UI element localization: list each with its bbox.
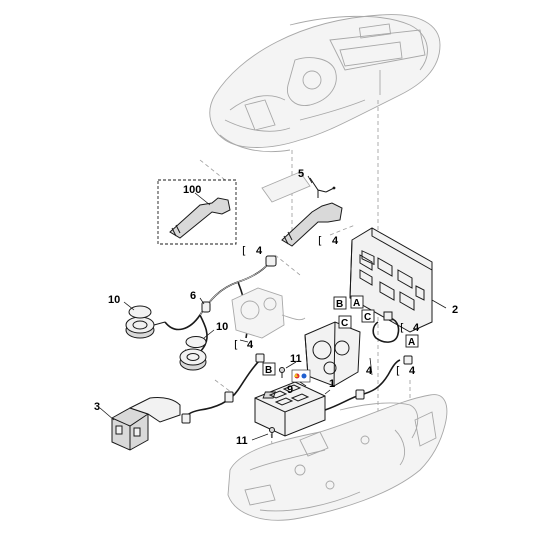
motor-assembly-upper: [231, 287, 306, 339]
callout-labels: 100 5 2 6 10 10 11 11 9 1 3 [ 4 [ 4 [ 4 …: [94, 168, 458, 447]
connector-box: [350, 295, 364, 309]
connector-a-lower: A: [408, 337, 415, 348]
bottom-chassis-ghost: [227, 394, 448, 521]
motor-assembly-middle: [239, 321, 361, 387]
callout-10-lower: 10: [216, 321, 228, 333]
connector-box: [405, 334, 419, 348]
connector-a-upper: A: [353, 298, 360, 309]
lower-harness: [181, 353, 413, 424]
small-connector-loop: [372, 311, 400, 343]
connector-b-lower: B: [265, 365, 272, 376]
callout-5: 5: [298, 168, 304, 180]
callout-11-lower: 11: [236, 435, 248, 447]
connector-box: [262, 362, 276, 376]
callout-9: 9: [287, 384, 293, 396]
part-100-kit: [157, 179, 237, 245]
bracket-glyph: [: [400, 321, 404, 334]
connector-labels: B A C C A B: [262, 295, 419, 376]
callout-3: 3: [94, 401, 100, 413]
connector-c-left: C: [341, 318, 348, 329]
part-5: [261, 171, 343, 247]
callout-4-d: 4: [247, 339, 254, 351]
top-housing-ghost: [209, 14, 441, 153]
part-3-bracket: [99, 397, 181, 451]
callout-2: 2: [452, 304, 458, 316]
connector-box: [361, 309, 375, 323]
part-11-screws: [251, 361, 297, 441]
callout-4-f: 4: [409, 365, 416, 377]
callout-100: 100: [183, 184, 201, 196]
part-2-control-board: [349, 227, 447, 333]
callout-4-c: 4: [413, 322, 420, 334]
part-9-label: [291, 369, 311, 387]
connector-b-upper: B: [336, 299, 343, 310]
connector-box: [333, 296, 347, 310]
kit-outline: [157, 179, 237, 245]
callout-4-b: 4: [256, 245, 263, 257]
bracket-glyph: [: [234, 338, 238, 351]
bracket-glyph: [: [318, 234, 322, 247]
part-6-harness: [123, 255, 277, 371]
callout-1: 1: [329, 378, 335, 390]
bracket-glyph: [: [242, 244, 246, 257]
bracket-glyph: [: [396, 364, 400, 377]
callout-6: 6: [190, 290, 196, 302]
callout-11-upper: 11: [290, 353, 302, 365]
connector-box: [338, 315, 352, 329]
part-1-main-board: [254, 381, 331, 437]
callout-4-a: 4: [332, 235, 339, 247]
callout-4-e: 4: [366, 365, 373, 377]
connector-c-right: C: [364, 312, 371, 323]
callout-10-upper: 10: [108, 294, 120, 306]
